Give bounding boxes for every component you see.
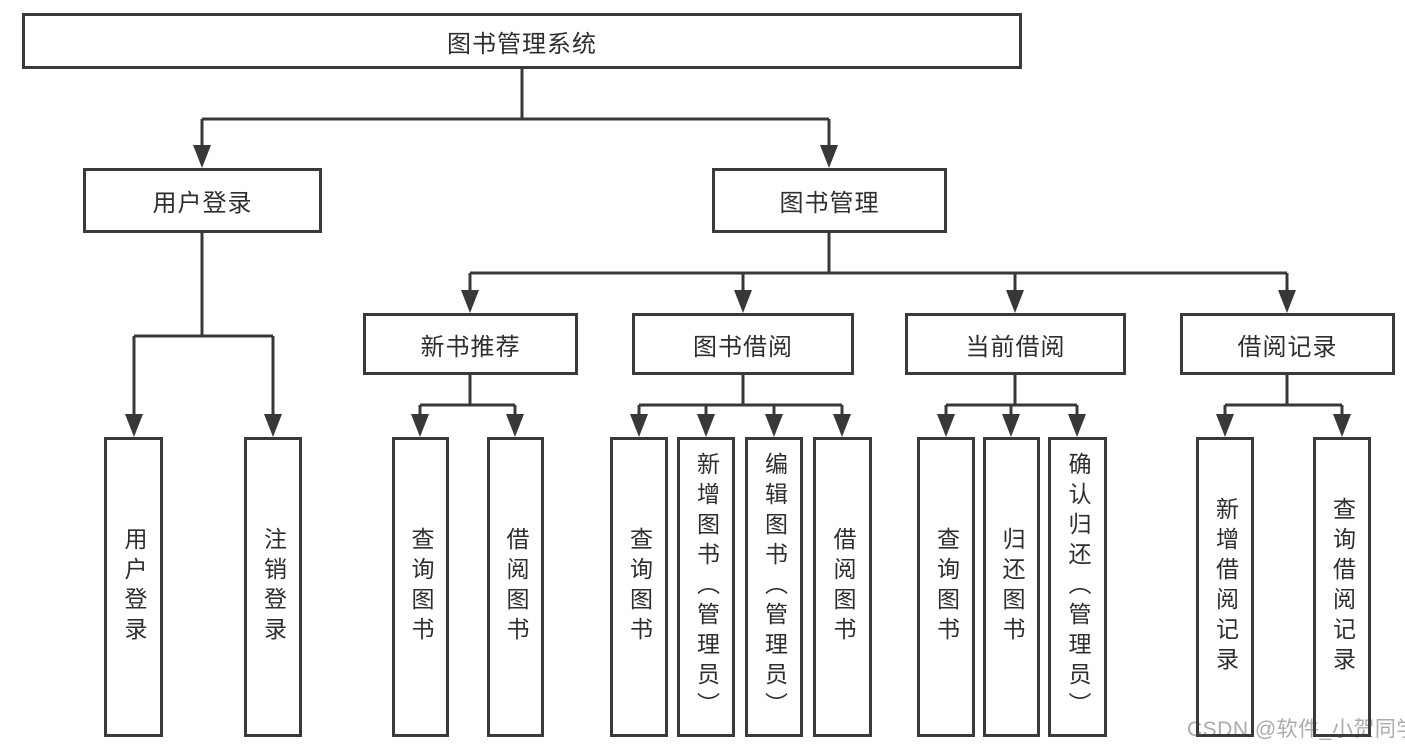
node-leaf-user-login: 用户登录 [104,437,163,737]
connector-borrow-records-to-leaves [1216,375,1351,437]
connector-current-borrow-to-leaves [937,375,1086,437]
node-leaf-logout-label: 注销登录 [260,527,287,647]
node-leaf-edit-book-label: 编辑图书（管理员） [761,452,788,722]
arrowhead [833,414,851,437]
node-book-mgmt: 图书管理 [712,168,947,233]
node-leaf-borrow-book-1-label: 借阅图书 [503,527,529,647]
node-leaf-confirm-return: 确认归还（管理员） [1048,437,1107,737]
node-leaf-borrow-book-2-label: 借阅图书 [830,527,856,647]
arrowhead [1278,290,1296,313]
arrowhead [697,414,715,437]
node-user-login-label: 用户登录 [152,190,253,217]
connector-new-book-rec-to-leaves [411,375,524,437]
node-leaf-query-book-2: 查询图书 [610,437,668,737]
node-leaf-return-book: 归还图书 [983,437,1040,737]
node-leaf-borrow-book-1: 借阅图书 [487,437,544,737]
arrowhead [1068,414,1086,437]
arrowhead [461,290,479,313]
node-book-mgmt-label: 图书管理 [779,190,880,217]
node-root: 图书管理系统 [22,13,1022,69]
node-leaf-add-book: 新增图书（管理员） [677,437,735,737]
node-leaf-query-borrow-record-label: 查询借阅记录 [1329,497,1356,677]
node-leaf-logout: 注销登录 [244,437,302,737]
node-book-borrow: 图书借阅 [632,313,854,375]
arrowhead [264,414,282,437]
connector-book-mgmt-to-level3 [461,233,1296,313]
connector-user-login-to-leaves [125,233,282,437]
arrowhead [506,414,524,437]
arrowhead [1216,414,1234,437]
node-book-borrow-label: 图书借阅 [693,333,793,361]
node-new-book-rec: 新书推荐 [363,313,578,375]
node-leaf-add-borrow-record-label: 新增借阅记录 [1212,497,1239,677]
node-root-label: 图书管理系统 [447,30,597,58]
node-leaf-confirm-return-label: 确认归还（管理员） [1065,452,1091,722]
node-leaf-user-login-label: 用户登录 [121,527,147,647]
node-leaf-query-book-2-label: 查询图书 [626,527,653,647]
arrowhead [1006,290,1024,313]
arrowhead [125,414,143,437]
node-leaf-add-borrow-record: 新增借阅记录 [1196,437,1254,737]
arrowhead [765,414,783,437]
arrowhead [1333,414,1351,437]
node-current-borrow-label: 当前借阅 [965,333,1066,361]
arrowhead [193,145,211,168]
connector-root-to-level2 [193,69,838,168]
node-new-book-rec-label: 新书推荐 [420,333,521,361]
node-borrow-records: 借阅记录 [1180,313,1395,375]
arrowhead [937,414,955,437]
node-leaf-query-borrow-record: 查询借阅记录 [1313,437,1371,737]
arrowhead [630,414,648,437]
node-borrow-records-label: 借阅记录 [1237,333,1338,361]
node-leaf-query-book-1-label: 查询图书 [408,527,434,647]
arrowhead [411,414,429,437]
arrowhead [1002,414,1020,437]
node-leaf-edit-book: 编辑图书（管理员） [745,437,803,737]
node-leaf-return-book-label: 归还图书 [999,527,1025,647]
connector-book-borrow-to-leaves [630,375,851,437]
node-leaf-add-book-label: 新增图书（管理员） [693,452,720,722]
node-leaf-query-book-3: 查询图书 [917,437,975,737]
node-leaf-borrow-book-2: 借阅图书 [813,437,872,737]
node-current-borrow: 当前借阅 [905,313,1126,375]
csdn-watermark: CSDN @软件_小贺同学 [1187,718,1405,741]
arrowhead [734,290,752,313]
node-leaf-query-book-1: 查询图书 [392,437,449,737]
node-leaf-query-book-3-label: 查询图书 [933,527,960,647]
arrowhead [820,145,838,168]
node-user-login: 用户登录 [83,168,322,233]
